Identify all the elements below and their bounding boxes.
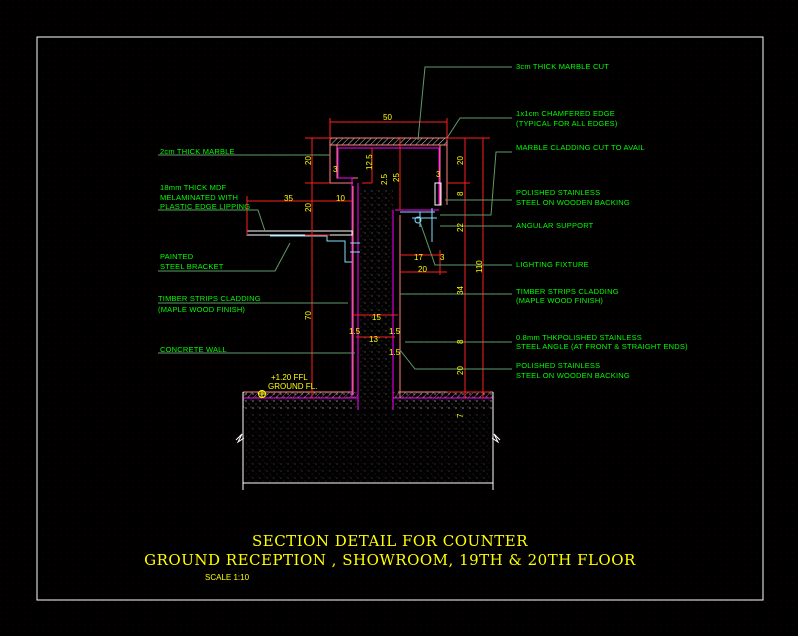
svg-text:8: 8 xyxy=(456,191,465,196)
svg-text:20: 20 xyxy=(418,265,427,274)
drawing-border xyxy=(36,36,764,601)
label-marble-cladding: MARBLE CLADDING CUT TO AVAIL xyxy=(516,143,645,152)
svg-text:20: 20 xyxy=(304,203,313,212)
svg-text:12.5: 12.5 xyxy=(365,154,374,170)
level-mark: +1.20 FFL GROUND FL. xyxy=(258,373,317,398)
svg-text:20: 20 xyxy=(456,366,465,375)
label-angular-support: ANGULAR SUPPORT xyxy=(516,221,594,230)
svg-text:70: 70 xyxy=(304,311,313,320)
scale-label: SCALE 1:10 xyxy=(205,573,250,582)
dimension-lines xyxy=(246,118,490,398)
label-chamfered: 1x1cm CHAMFERED EDGE (TYPICAL FOR ALL ED… xyxy=(516,109,618,128)
svg-text:20: 20 xyxy=(456,156,465,165)
dimension-texts: 50 35 10 20 20 70 12.5 2.5 25 3 3 20 8 2… xyxy=(284,113,484,418)
label-lighting-fixture: LIGHTING FIXTURE xyxy=(516,260,589,269)
concrete-wall xyxy=(358,190,393,410)
svg-text:22: 22 xyxy=(456,223,465,232)
svg-text:25: 25 xyxy=(392,173,401,182)
leader-lines xyxy=(158,66,512,370)
svg-text:34: 34 xyxy=(456,286,465,295)
svg-text:2.5: 2.5 xyxy=(380,173,389,185)
label-timber-right: TIMBER STRIPS CLADDING (MAPLE WOOD FINIS… xyxy=(516,287,621,305)
svg-text:17: 17 xyxy=(414,253,423,262)
title-line-2: GROUND RECEPTION , SHOWROOM, 19TH & 20TH… xyxy=(144,551,636,569)
label-timber-left: TIMBER STRIPS CLADDING (MAPLE WOOD FINIS… xyxy=(158,294,263,314)
svg-text:3: 3 xyxy=(333,165,338,174)
label-polished-steel-top: POLISHED STAINLESS STEEL ON WOODEN BACKI… xyxy=(516,188,630,207)
svg-text:8: 8 xyxy=(456,339,465,344)
label-steel-angle: 0.8mm THKPOLISHED STAINLESS STEEL ANGLE … xyxy=(516,333,688,351)
svg-text:13: 13 xyxy=(369,335,378,344)
label-concrete-wall: CONCRETE WALL xyxy=(160,345,227,354)
svg-text:3: 3 xyxy=(440,253,445,262)
svg-text:GROUND FL.: GROUND FL. xyxy=(268,382,317,391)
svg-text:7: 7 xyxy=(456,413,465,418)
title-line-1: SECTION DETAIL FOR COUNTER xyxy=(252,532,528,550)
label-steel-bracket: PAINTED STEEL BRACKET xyxy=(160,252,224,271)
ground-slab xyxy=(235,391,501,490)
label-mdf: 18mm THICK MDF MELAMINATED WITH PLASTIC … xyxy=(160,183,250,211)
svg-text:10: 10 xyxy=(336,194,345,203)
svg-text:15: 15 xyxy=(372,313,381,322)
label-2cm-marble: 2cm THICK MARBLE xyxy=(160,147,235,156)
svg-text:1.5: 1.5 xyxy=(349,327,361,336)
svg-text:20: 20 xyxy=(304,156,313,165)
svg-text:35: 35 xyxy=(284,194,293,203)
label-polished-steel-bottom: POLISHED STAINLESS STEEL ON WOODEN BACKI… xyxy=(516,361,630,380)
label-3cm-marble: 3cm THICK MARBLE CUT xyxy=(516,62,609,71)
svg-text:110: 110 xyxy=(475,260,484,273)
svg-text:1.5: 1.5 xyxy=(389,348,401,357)
svg-text:1.5: 1.5 xyxy=(389,327,401,336)
svg-text:3: 3 xyxy=(436,170,441,179)
svg-text:+1.20 FFL: +1.20 FFL xyxy=(271,373,308,382)
svg-text:50: 50 xyxy=(383,113,392,122)
